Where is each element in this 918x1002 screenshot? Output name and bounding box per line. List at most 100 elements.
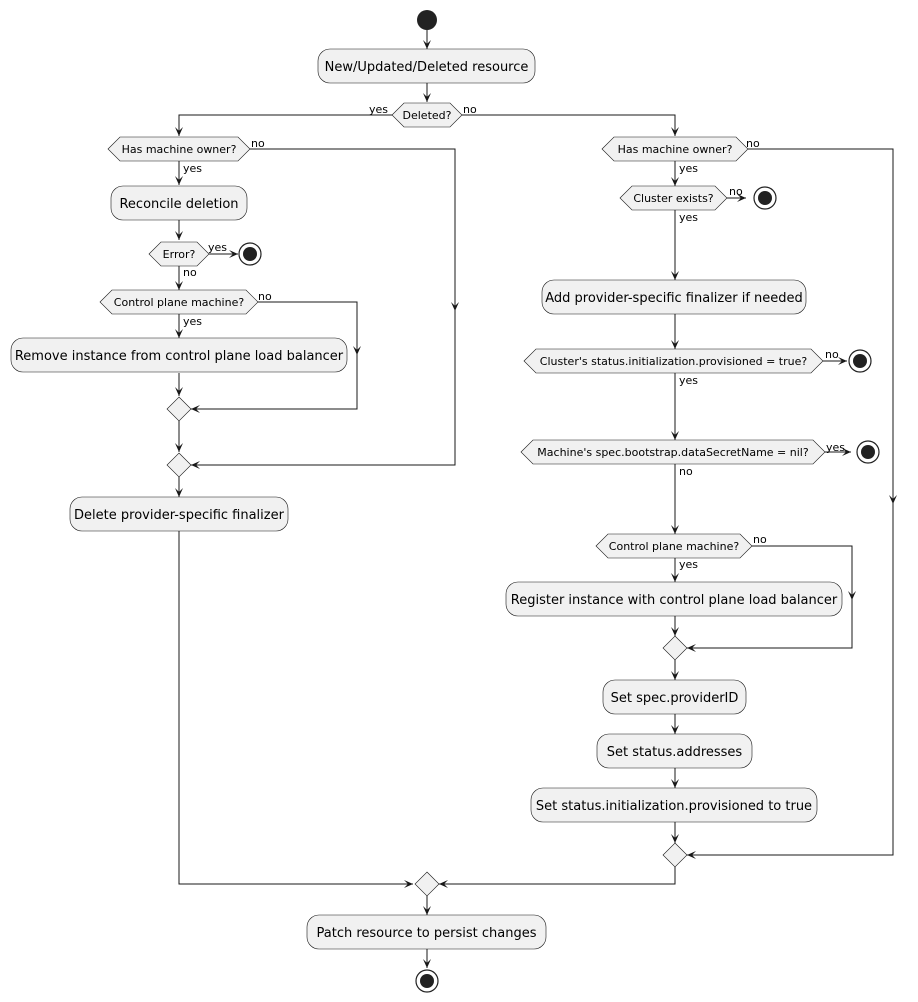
edge bbox=[178, 114, 392, 136]
arrowhead-down bbox=[671, 431, 679, 440]
arrowhead-down bbox=[175, 281, 183, 290]
arrowhead-down bbox=[671, 127, 679, 136]
arrowhead-right bbox=[737, 194, 746, 202]
decision-error: Error? bbox=[148, 241, 210, 267]
branch-label-no: no bbox=[251, 137, 265, 150]
activity-patch-resource: Patch resource to persist changes bbox=[306, 914, 547, 950]
arrowheads bbox=[175, 40, 897, 968]
arrowhead-left bbox=[191, 461, 200, 469]
decision-label: Deleted? bbox=[403, 109, 452, 122]
start-node bbox=[417, 10, 437, 30]
stop-node bbox=[753, 186, 777, 210]
arrowhead-down bbox=[671, 779, 679, 788]
activity-set-addresses: Set status.addresses bbox=[596, 733, 753, 769]
activity-nodes: New/Updated/Deleted resource Reconcile d… bbox=[10, 48, 843, 950]
decision-label: Cluster's status.initialization.provisio… bbox=[540, 355, 808, 368]
activity-label: Patch resource to persist changes bbox=[317, 926, 537, 941]
branch-label-yes: yes bbox=[679, 558, 698, 571]
edge bbox=[439, 867, 676, 885]
decision-datasecret: Machine's spec.bootstrap.dataSecretName … bbox=[520, 439, 826, 465]
activity-set-provisioned: Set status.initialization.provisioned to… bbox=[530, 787, 818, 823]
arrowhead-down bbox=[175, 488, 183, 497]
activity-add-finalizer: Add provider-specific finalizer if neede… bbox=[541, 279, 807, 315]
arrowhead-down bbox=[175, 176, 183, 185]
edge bbox=[462, 114, 676, 136]
branch-label-no: no bbox=[753, 533, 767, 546]
decision-label: Error? bbox=[163, 248, 196, 261]
arrowhead-right bbox=[229, 250, 238, 258]
arrowhead-down bbox=[671, 834, 679, 843]
activity-label: Remove instance from control plane load … bbox=[15, 349, 344, 364]
decision-control-plane-right: Control plane machine? bbox=[595, 533, 753, 559]
arrowhead-down bbox=[451, 302, 459, 311]
decision-cluster-provisioned: Cluster's status.initialization.provisio… bbox=[523, 348, 824, 374]
decision-label: Has machine owner? bbox=[618, 143, 733, 156]
arrowhead-down bbox=[423, 906, 431, 915]
arrowhead-down bbox=[175, 127, 183, 136]
activity-label: Delete provider-specific finalizer bbox=[74, 508, 285, 523]
branch-label-yes: yes bbox=[679, 211, 698, 224]
activity-label: Set status.initialization.provisioned to… bbox=[536, 799, 812, 814]
branch-label-no: no bbox=[463, 103, 477, 116]
activity-label: Set spec.providerID bbox=[611, 691, 739, 706]
arrowhead-left bbox=[439, 880, 448, 888]
decision-nodes: Deleted? Has machine owner? Error? Contr… bbox=[99, 102, 826, 559]
arrowhead-down bbox=[175, 443, 183, 452]
activity-set-provider-id: Set spec.providerID bbox=[602, 679, 747, 715]
arrowhead-down bbox=[175, 231, 183, 240]
branch-label-yes: yes bbox=[679, 374, 698, 387]
activity-label: Add provider-specific finalizer if neede… bbox=[545, 291, 803, 306]
merge-nodes bbox=[166, 396, 688, 897]
arrowhead-down bbox=[671, 573, 679, 582]
arrowhead-right bbox=[842, 448, 851, 456]
arrowhead-down bbox=[848, 591, 856, 600]
branch-label-no: no bbox=[258, 290, 272, 303]
activity-label: Set status.addresses bbox=[607, 745, 743, 760]
decision-cluster-exists: Cluster exists? bbox=[619, 185, 728, 211]
decision-deleted: Deleted? bbox=[391, 102, 463, 128]
branch-label-yes: yes bbox=[208, 241, 227, 254]
branch-label-yes: yes bbox=[679, 162, 698, 175]
activity-register-lb: Register instance with control plane loa… bbox=[505, 581, 843, 617]
merge-diamond bbox=[166, 396, 192, 422]
edges bbox=[178, 30, 894, 968]
arrowhead-left bbox=[687, 851, 696, 859]
branch-label-no: no bbox=[679, 465, 693, 478]
merge-diamond bbox=[166, 452, 192, 478]
arrowhead-down bbox=[671, 627, 679, 636]
activity-delete-finalizer: Delete provider-specific finalizer bbox=[69, 496, 289, 532]
merge-diamond bbox=[662, 635, 688, 661]
decision-label: Machine's spec.bootstrap.dataSecretName … bbox=[537, 446, 809, 459]
stop-node bbox=[415, 969, 439, 993]
arrowhead-left bbox=[191, 405, 200, 413]
decision-owner-left: Has machine owner? bbox=[107, 136, 251, 162]
edge bbox=[191, 301, 358, 410]
decision-label: Control plane machine? bbox=[609, 540, 740, 553]
branch-label-yes: yes bbox=[183, 162, 202, 175]
arrowhead-down bbox=[671, 271, 679, 280]
activity-reconcile-deletion: Reconcile deletion bbox=[110, 185, 248, 221]
arrowhead-right bbox=[838, 357, 847, 365]
activity-label: Reconcile deletion bbox=[119, 197, 238, 212]
branch-labels: yes no no yes yes no no yes no yes no ye… bbox=[183, 103, 845, 571]
arrowhead-right bbox=[404, 880, 413, 888]
branch-label-no: no bbox=[825, 348, 839, 361]
activity-new-resource: New/Updated/Deleted resource bbox=[317, 48, 536, 84]
arrowhead-down bbox=[423, 93, 431, 102]
stop-node bbox=[848, 349, 872, 373]
arrowhead-down bbox=[671, 177, 679, 186]
decision-control-plane-left: Control plane machine? bbox=[99, 289, 259, 315]
branch-label-yes: yes bbox=[369, 103, 388, 116]
arrowhead-down bbox=[671, 725, 679, 734]
arrowhead-down bbox=[175, 387, 183, 396]
start-stop-nodes bbox=[238, 10, 880, 993]
arrowhead-down bbox=[423, 959, 431, 968]
decision-label: Control plane machine? bbox=[114, 296, 245, 309]
branch-label-no: no bbox=[746, 137, 760, 150]
activity-remove-from-lb: Remove instance from control plane load … bbox=[10, 337, 348, 373]
arrowhead-down bbox=[175, 329, 183, 338]
merge-diamond bbox=[662, 842, 688, 868]
stop-node bbox=[856, 440, 880, 464]
arrowhead-down bbox=[353, 346, 361, 355]
